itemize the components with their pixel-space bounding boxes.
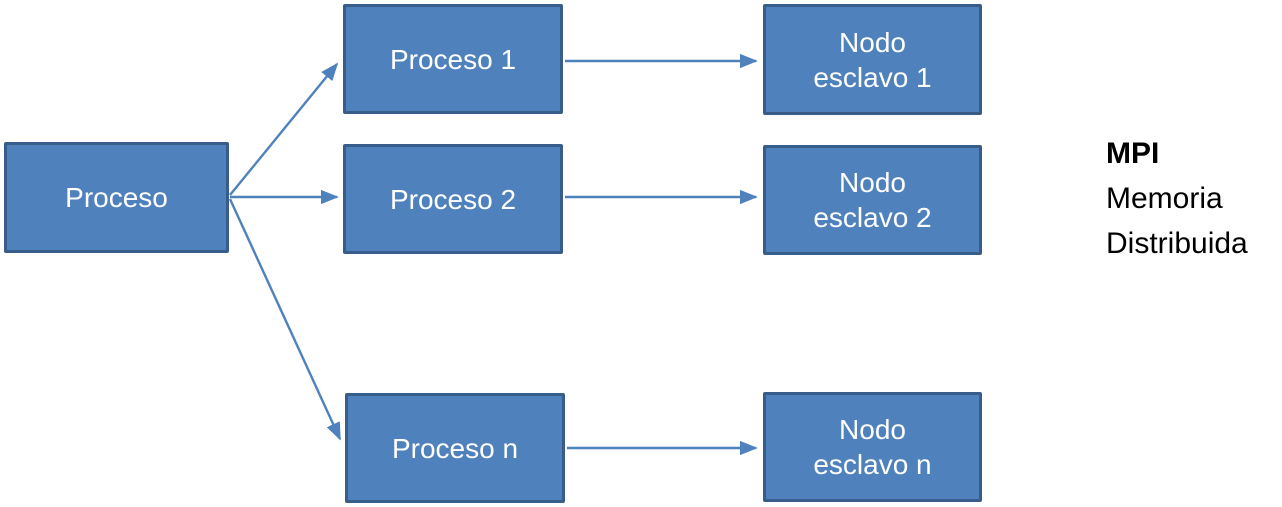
process-master-box: Proceso <box>4 142 229 253</box>
arrow-master-to-worker-n <box>228 198 342 441</box>
caption-line-memoria: Memoria <box>1106 182 1223 215</box>
process-1-box: Proceso 1 <box>343 4 563 114</box>
process-n-box: Proceso n <box>345 393 565 503</box>
slave-node-1-box: Nodo esclavo 1 <box>763 4 982 115</box>
slave-node-n-box: Nodo esclavo n <box>763 392 982 502</box>
caption-line-distribuida: Distribuida <box>1106 227 1248 260</box>
process-2-box: Proceso 2 <box>343 144 563 254</box>
slave-node-2-label: Nodo esclavo 2 <box>813 167 932 233</box>
slave-node-1-label: Nodo esclavo 1 <box>813 26 932 93</box>
slave-node-n-label: Nodo esclavo n <box>813 414 932 480</box>
process-2-label: Proceso 2 <box>389 183 517 215</box>
process-1-label: Proceso 1 <box>389 43 517 75</box>
slave-node-2-box: Nodo esclavo 2 <box>763 145 982 255</box>
caption-block: MPI Memoria Distribuida <box>1106 131 1248 266</box>
caption-title: MPI <box>1106 137 1160 170</box>
process-master-label: Proceso <box>65 182 168 213</box>
arrow-master-to-worker-1 <box>229 62 339 196</box>
process-n-label: Proceso n <box>391 432 519 464</box>
